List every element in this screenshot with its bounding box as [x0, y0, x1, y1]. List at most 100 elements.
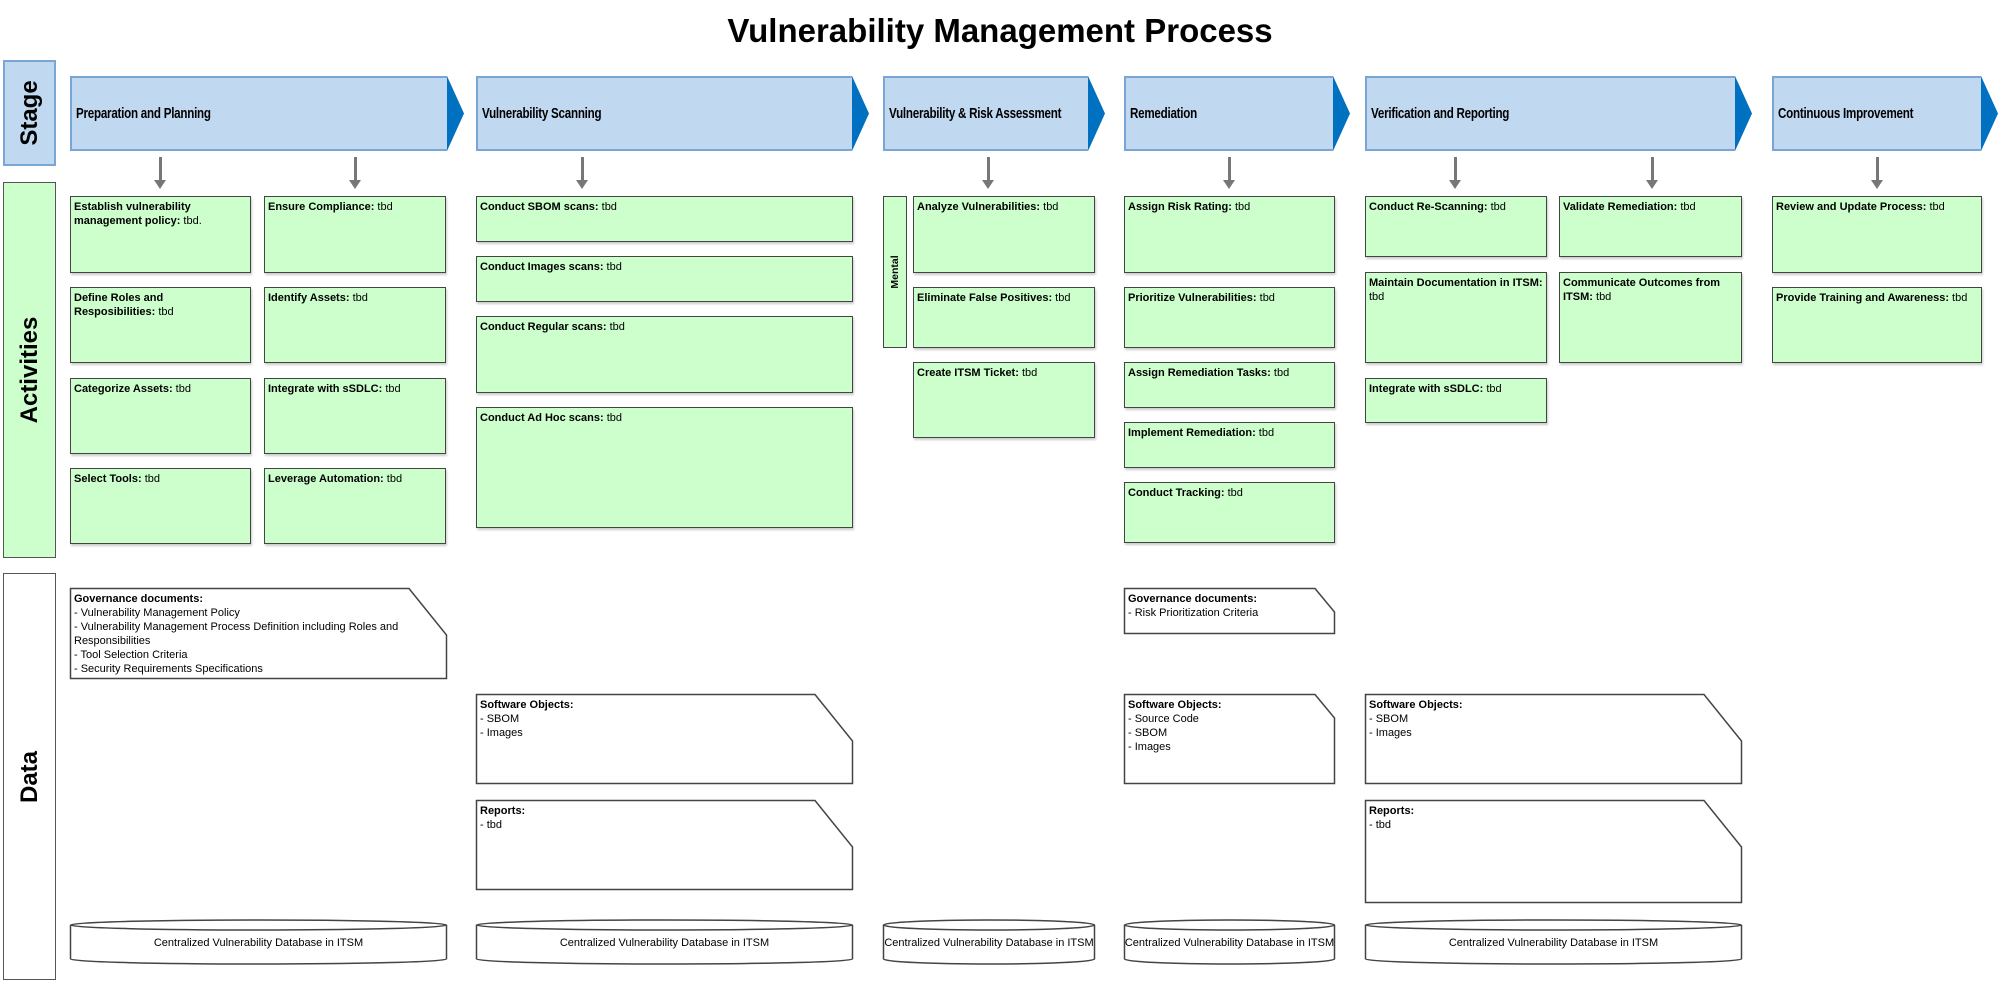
- chevron-right-icon: [1981, 76, 1998, 151]
- activity-box[interactable]: Conduct Ad Hoc scans: tbd: [476, 407, 853, 528]
- data-object-governance[interactable]: Governance documents:- Vulnerability Man…: [69, 587, 448, 680]
- activity-box[interactable]: Define Roles and Resposibilities: tbd: [70, 287, 251, 363]
- activity-text: tbd: [382, 383, 401, 395]
- activity-title: Integrate with sSDLC:: [268, 383, 383, 395]
- data-object-item: - Vulnerability Management Process Defin…: [74, 621, 399, 647]
- stage-label: Preparation and Planning: [76, 105, 211, 122]
- activity-box[interactable]: Assign Remediation Tasks: tbd: [1124, 362, 1335, 408]
- database-label: Centralized Vulnerability Database in IT…: [559, 937, 770, 949]
- activity-box[interactable]: Leverage Automation: tbd: [264, 468, 446, 544]
- lane-label: Stage: [15, 80, 43, 146]
- database-cylinder[interactable]: Centralized Vulnerability Database in IT…: [882, 919, 1096, 965]
- data-object-item: - Images: [1369, 727, 1412, 739]
- activity-title: Categorize Assets:: [74, 383, 173, 395]
- activity-box[interactable]: Conduct Images scans: tbd: [476, 256, 853, 302]
- activity-title: Maintain Documentation in ITSM:: [1369, 277, 1543, 289]
- activity-text: tbd: [1231, 201, 1251, 213]
- activity-title: Establish vulnerability management polic…: [74, 201, 191, 227]
- note-shape: [1364, 799, 1743, 904]
- activity-text: tbd: [1677, 201, 1696, 213]
- activity-box[interactable]: Categorize Assets: tbd: [70, 378, 251, 454]
- activity-box[interactable]: Prioritize Vulnerabilities: tbd: [1124, 287, 1335, 348]
- activity-box[interactable]: Analyze Vulnerabilities: tbd: [913, 196, 1095, 273]
- activity-title: Provide Training and Awareness:: [1776, 292, 1949, 304]
- activity-text: tbd: [1256, 292, 1275, 304]
- database-icon: [1123, 919, 1336, 965]
- activity-title: Eliminate False Positives:: [917, 292, 1053, 304]
- chevron-right-icon: [1088, 76, 1105, 151]
- data-object-item: - SBOM: [1369, 713, 1409, 725]
- activity-text: tbd: [606, 321, 625, 333]
- activity-box[interactable]: Conduct Re-Scanning: tbd: [1365, 196, 1547, 257]
- database-label: Centralized Vulnerability Database in IT…: [884, 937, 1094, 949]
- data-object-item: - Images: [1128, 741, 1171, 753]
- activity-title: Implement Remediation:: [1128, 427, 1256, 439]
- data-object-software[interactable]: Software Objects:- Source Code- SBOM- Im…: [1123, 693, 1336, 785]
- activity-title: Leverage Automation:: [268, 473, 384, 485]
- activity-box[interactable]: Conduct Regular scans: tbd: [476, 316, 853, 393]
- activity-text: tbd: [1592, 291, 1612, 303]
- activity-box[interactable]: Eliminate False Positives: tbd: [913, 287, 1095, 348]
- database-icon: [69, 919, 448, 965]
- activity-text: tbd: [1255, 427, 1275, 439]
- activity-box[interactable]: Communicate Outcomes from ITSM: tbd: [1559, 272, 1742, 363]
- stage-assessment: Vulnerability & Risk Assessment: [883, 76, 1105, 151]
- activity-title: Assign Remediation Tasks:: [1128, 367, 1271, 379]
- lane-activities: Activities: [3, 182, 56, 558]
- lane-label: Data: [15, 750, 43, 803]
- data-object-item: - Source Code: [1128, 713, 1199, 725]
- database-cylinder[interactable]: Centralized Vulnerability Database in IT…: [1364, 919, 1743, 965]
- activity-text: tbd: [349, 292, 368, 304]
- activity-title: Conduct Tracking:: [1128, 487, 1225, 499]
- data-object-software[interactable]: Software Objects:- SBOM- Images: [1364, 693, 1743, 785]
- activity-box[interactable]: Establish vulnerability management polic…: [70, 196, 251, 273]
- activity-box[interactable]: Integrate with sSDLC: tbd: [264, 378, 446, 454]
- data-object-reports[interactable]: Reports:- tbd: [475, 799, 854, 891]
- data-object-title: Software Objects:: [480, 699, 574, 711]
- activity-box[interactable]: Maintain Documentation in ITSM: tbd: [1365, 272, 1547, 363]
- activity-box[interactable]: Select Tools: tbd: [70, 468, 251, 544]
- activity-box[interactable]: Validate Remediation: tbd: [1559, 196, 1742, 257]
- data-object-governance[interactable]: Governance documents:- Risk Prioritizati…: [1123, 587, 1336, 635]
- activity-box[interactable]: Assign Risk Rating: tbd: [1124, 196, 1335, 273]
- data-object-title: Reports:: [1369, 805, 1415, 817]
- data-object-reports[interactable]: Reports:- tbd: [1364, 799, 1743, 904]
- activity-title: Ensure Compliance:: [268, 201, 375, 213]
- diagram-title: Vulnerability Management Process: [727, 12, 1273, 49]
- activity-box[interactable]: Conduct SBOM scans: tbd: [476, 196, 853, 242]
- activity-title: Identify Assets:: [268, 292, 350, 304]
- arrow-down-icon: [154, 157, 166, 189]
- note-shape: [1123, 587, 1336, 635]
- arrow-down-icon: [1871, 157, 1883, 189]
- activity-text: tbd: [1369, 291, 1385, 303]
- activity-text: tbd: [172, 383, 191, 395]
- data-object-software[interactable]: Software Objects:- SBOM- Images: [475, 693, 854, 785]
- data-object-title: Governance documents:: [1128, 593, 1257, 605]
- lane-label: Activities: [15, 316, 43, 424]
- stage-improvement: Continuous Improvement: [1772, 76, 1998, 151]
- activity-box[interactable]: Identify Assets: tbd: [264, 287, 446, 363]
- activity-box[interactable]: Provide Training and Awareness: tbd: [1772, 287, 1982, 363]
- note-shape: [475, 693, 854, 785]
- database-cylinder[interactable]: Centralized Vulnerability Database in IT…: [475, 919, 854, 965]
- activity-box[interactable]: Review and Update Process: tbd: [1772, 196, 1982, 273]
- stage-verification: Verification and Reporting: [1365, 76, 1752, 151]
- database-cylinder[interactable]: Centralized Vulnerability Database in IT…: [69, 919, 448, 965]
- database-cylinder[interactable]: Centralized Vulnerability Database in IT…: [1123, 919, 1336, 965]
- stage-label: Verification and Reporting: [1371, 105, 1510, 122]
- activity-text: tbd: [155, 306, 174, 318]
- activity-box[interactable]: Integrate with sSDLC: tbd: [1365, 378, 1547, 423]
- chevron-right-icon: [852, 76, 869, 151]
- activity-text: tbd: [1949, 292, 1968, 304]
- activity-box[interactable]: Implement Remediation: tbd: [1124, 422, 1335, 468]
- activity-box[interactable]: Conduct Tracking: tbd: [1124, 482, 1335, 543]
- stage-label: Remediation: [1130, 105, 1197, 122]
- activity-title: Analyze Vulnerabilities:: [917, 201, 1041, 213]
- activity-box[interactable]: Create ITSM Ticket: tbd: [913, 362, 1095, 438]
- activity-title: Conduct Images scans:: [480, 261, 604, 273]
- database-label: Centralized Vulnerability Database in IT…: [1448, 937, 1659, 949]
- stage-label: Vulnerability & Risk Assessment: [889, 105, 1062, 122]
- stage-preparation: Preparation and Planning: [70, 76, 464, 151]
- database-icon: [1364, 919, 1743, 965]
- activity-box[interactable]: Ensure Compliance: tbd: [264, 196, 446, 273]
